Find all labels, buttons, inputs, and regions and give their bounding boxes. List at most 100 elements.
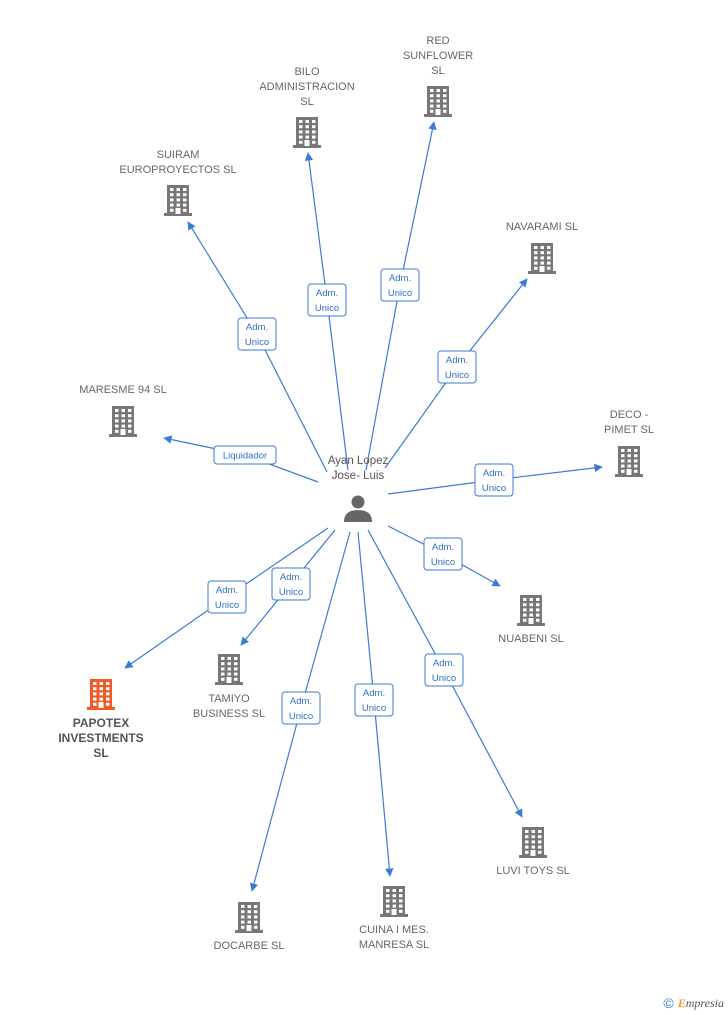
building-icon[interactable]	[164, 185, 192, 216]
building-icon-window	[183, 208, 187, 212]
building-icon-window	[221, 662, 225, 666]
edge-label-box[interactable]: Adm.Unico	[437, 350, 477, 384]
edge-deco: Adm.Unico	[387, 463, 603, 497]
node-navarami[interactable]: NAVARAMI SL	[506, 221, 578, 274]
building-icon-window	[531, 835, 535, 839]
building-icon-window	[234, 672, 238, 676]
building-icon[interactable]	[528, 243, 556, 274]
brand-logo[interactable]: Empresia	[678, 996, 724, 1011]
building-icon[interactable]	[380, 886, 408, 917]
building-icon-window	[115, 429, 119, 433]
building-icon-window	[128, 419, 132, 423]
company-label: SL	[93, 746, 108, 760]
building-icon-window	[221, 657, 225, 660]
node-nuabeni[interactable]: NUABENI SL	[498, 595, 564, 645]
building-icon[interactable]	[424, 86, 452, 117]
brand-initial: E	[677, 995, 686, 1010]
building-icon-window	[93, 692, 97, 696]
edge-label-text: Liquidador	[223, 451, 267, 462]
building-icon-base	[380, 914, 408, 917]
building-icon-door	[528, 618, 534, 624]
edge-label-box[interactable]: Adm.Unico	[307, 283, 347, 317]
building-icon[interactable]	[235, 902, 263, 933]
building-icon-base	[235, 930, 263, 933]
edge-label-box[interactable]: Adm.Unico	[354, 683, 394, 717]
building-icon-window	[254, 910, 258, 914]
edge-label-box[interactable]: Adm.Unico	[281, 691, 321, 725]
node-deco[interactable]: DECO -PIMET SL	[604, 409, 654, 477]
node-docarbe[interactable]: DOCARBE SL	[214, 902, 285, 952]
building-icon-window	[627, 449, 631, 452]
edge-label-box[interactable]: Adm.Unico	[207, 580, 247, 614]
building-icon[interactable]	[615, 446, 643, 477]
node-cuina[interactable]: CUINA I MES.MANRESA SL	[359, 886, 429, 951]
edge-label-text: Adm.	[432, 542, 454, 553]
building-icon-window	[392, 894, 396, 898]
building-icon-window	[443, 104, 447, 108]
edge-label-text: Unico	[431, 557, 455, 568]
building-icon-door	[175, 208, 181, 214]
building-icon-window	[430, 89, 434, 92]
building-icon-base	[517, 623, 545, 626]
building-icon-window	[93, 697, 97, 701]
edge-label-text: Adm.	[433, 658, 455, 669]
building-icon-window	[128, 409, 132, 412]
company-label: MANRESA SL	[359, 939, 429, 951]
building-icon-window	[531, 840, 535, 844]
building-icon-door	[120, 429, 126, 435]
building-icon-window	[93, 687, 97, 691]
company-label: PIMET SL	[604, 424, 654, 436]
edge-label-box[interactable]: Adm.Unico	[474, 463, 514, 497]
building-icon-window	[529, 603, 533, 607]
building-icon[interactable]	[215, 654, 243, 685]
building-icon-window	[538, 845, 542, 849]
building-icon-window	[221, 672, 225, 676]
building-icon-window	[536, 608, 540, 612]
company-label: ADMINISTRACION	[259, 81, 354, 93]
building-icon-window	[525, 840, 529, 844]
building-icon-window	[523, 598, 527, 601]
building-icon[interactable]	[109, 406, 137, 437]
building-icon[interactable]	[517, 595, 545, 626]
edge-label-frame	[437, 350, 477, 384]
edge-label-box[interactable]: Adm.Unico	[424, 653, 464, 687]
person-icon[interactable]	[344, 495, 372, 523]
building-icon-window	[540, 261, 544, 265]
edge-label-box[interactable]: Adm.Unico	[380, 268, 420, 302]
building-icon-window	[247, 910, 251, 914]
building-icon-window	[534, 246, 538, 249]
building-icon-window	[538, 850, 542, 854]
node-luvi[interactable]: LUVI TOYS SL	[496, 827, 570, 877]
edge-label-box[interactable]: Liquidador	[213, 445, 277, 465]
building-icon[interactable]	[293, 117, 321, 148]
building-icon[interactable]	[519, 827, 547, 858]
edge-label-box[interactable]: Adm.Unico	[271, 567, 311, 601]
person-head	[351, 495, 365, 509]
building-icon-window	[183, 188, 187, 191]
building-icon-window	[399, 894, 403, 898]
building-icon-window	[627, 454, 631, 458]
node-maresme[interactable]: MARESME 94 SL	[79, 384, 167, 437]
building-icon-window	[621, 449, 625, 452]
building-icon-window	[621, 464, 625, 468]
building-icon-window	[386, 899, 390, 903]
building-icon-window	[538, 840, 542, 844]
edges-layer: Adm.UnicoAdm.UnicoAdm.UnicoAdm.UnicoLiqu…	[124, 121, 603, 892]
edge-label-box[interactable]: Adm.Unico	[237, 317, 277, 351]
building-icon-window	[176, 188, 180, 191]
edge-label-frame	[271, 567, 311, 601]
building-icon-window	[547, 266, 551, 270]
building-icon[interactable]	[87, 679, 115, 710]
building-icon-base	[615, 474, 643, 477]
building-icon-window	[536, 613, 540, 617]
building-icon-window	[115, 424, 119, 428]
building-icon-window	[241, 910, 245, 914]
edge-label-box[interactable]: Adm. Unico	[423, 537, 463, 571]
building-icon-window	[430, 104, 434, 108]
